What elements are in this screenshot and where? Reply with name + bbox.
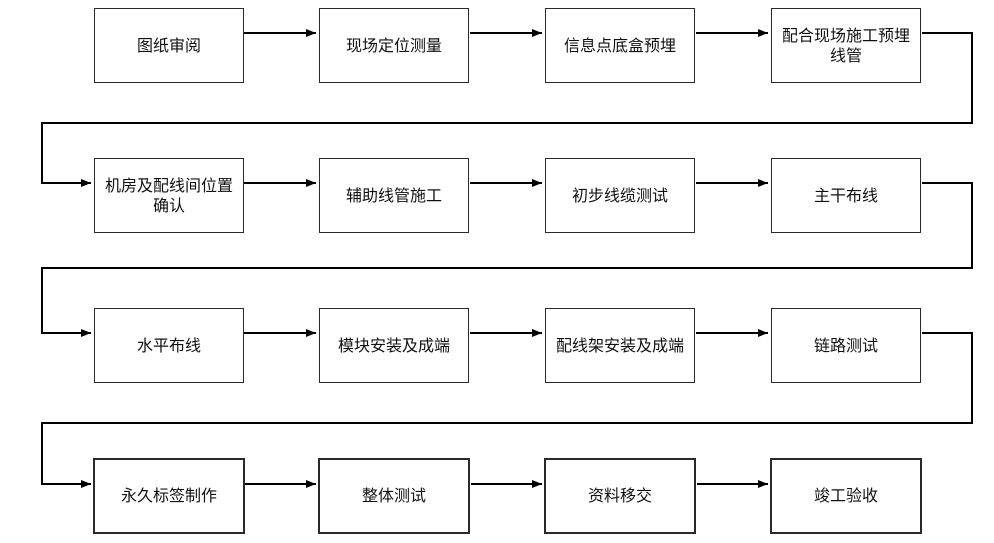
step-label: 辅助线管施工	[345, 185, 442, 205]
step-label: 链路测试	[813, 335, 878, 355]
step-label: 现场定位测量	[345, 35, 442, 55]
step-site-survey: 现场定位测量	[319, 8, 469, 83]
step-conduit-embedding: 配合现场施工预埋线管	[771, 8, 921, 83]
step-module-termination: 模块安装及成端	[319, 308, 469, 383]
step-label: 初步线缆测试	[571, 185, 668, 205]
step-overall-test: 整体测试	[318, 458, 470, 534]
step-label: 资料移交	[587, 486, 652, 505]
step-label: 模块安装及成端	[337, 335, 450, 355]
step-room-location-confirm: 机房及配线间位置确认	[94, 158, 244, 233]
step-backbone-cabling: 主干布线	[771, 158, 921, 233]
step-link-test: 链路测试	[771, 308, 921, 383]
step-label: 水平布线	[136, 335, 201, 355]
step-label: 配合现场施工预埋线管	[781, 25, 910, 65]
step-label: 竣工验收	[813, 486, 878, 505]
step-outlet-box-embedding: 信息点底盒预埋	[545, 8, 695, 83]
step-auxiliary-conduit: 辅助线管施工	[319, 158, 469, 233]
step-completion-acceptance: 竣工验收	[770, 458, 922, 534]
step-initial-cable-test: 初步线缆测试	[545, 158, 695, 233]
step-document-handover: 资料移交	[544, 458, 696, 534]
step-label: 配线架安装及成端	[555, 335, 684, 355]
step-permanent-labeling: 永久标签制作	[93, 458, 245, 534]
step-drawing-review: 图纸审阅	[94, 8, 244, 83]
step-horizontal-cabling: 水平布线	[94, 308, 244, 383]
step-label: 机房及配线间位置确认	[104, 175, 233, 215]
step-label: 信息点底盒预埋	[563, 35, 676, 55]
step-patch-panel-termination: 配线架安装及成端	[545, 308, 695, 383]
step-label: 永久标签制作	[120, 486, 217, 505]
step-label: 主干布线	[813, 185, 878, 205]
arrow-wrap-3	[41, 332, 973, 488]
arrow-wrap-1	[41, 32, 973, 187]
step-label: 整体测试	[361, 486, 426, 505]
step-label: 图纸审阅	[136, 35, 201, 55]
arrow-wrap-2	[41, 182, 973, 337]
